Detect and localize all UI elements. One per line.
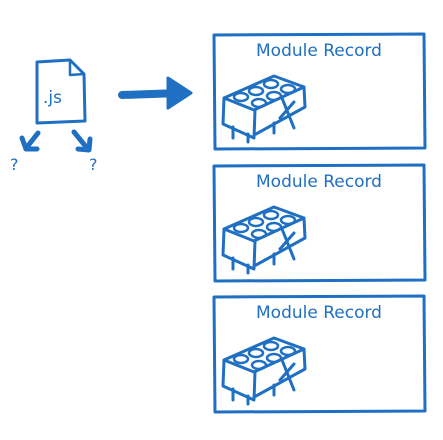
module-record-title: Module Record xyxy=(256,303,382,323)
unknown-right-label: ? xyxy=(89,155,98,174)
js-file-icon: .js xyxy=(35,58,87,125)
unknown-left-label: ? xyxy=(10,155,19,174)
unknown-branch-right: ? xyxy=(71,129,98,174)
lego-brick-icon xyxy=(221,205,307,275)
module-record-card: Module Record xyxy=(212,32,427,151)
lego-brick-icon xyxy=(221,74,307,144)
module-record-title: Module Record xyxy=(256,41,382,61)
right-arrow-icon xyxy=(118,76,193,110)
down-right-arrow-icon xyxy=(71,129,93,153)
down-left-arrow-icon xyxy=(19,130,41,152)
module-record-card: Module Record xyxy=(212,163,427,283)
module-record-card: Module Record xyxy=(212,294,427,414)
file-extension-label: .js xyxy=(43,88,62,108)
lego-brick-icon xyxy=(221,336,307,406)
unknown-branch-left: ? xyxy=(10,130,41,174)
module-record-title: Module Record xyxy=(256,172,382,192)
